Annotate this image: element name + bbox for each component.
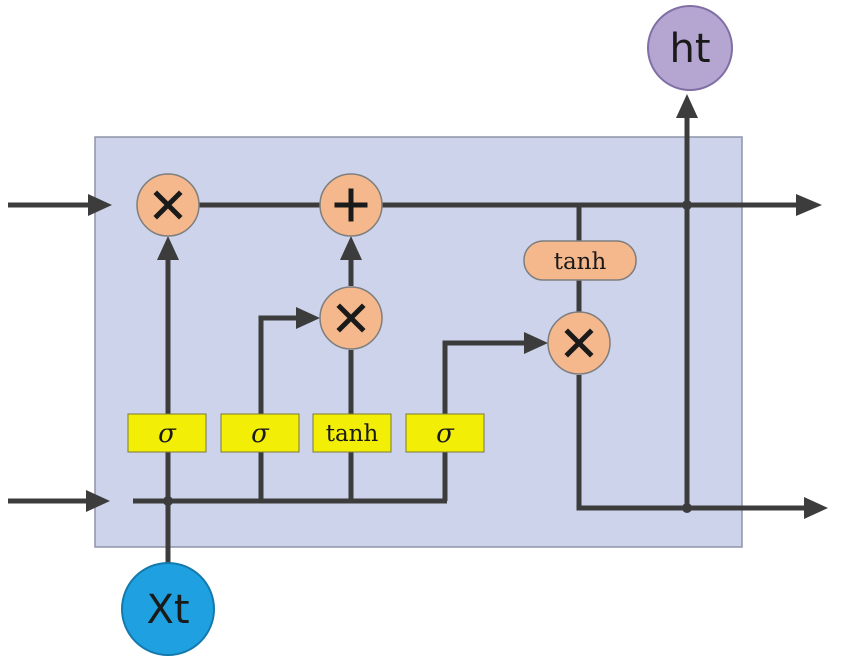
forget-multiply-node [136,173,200,237]
plus-icon [334,188,368,222]
forget-gate-label: σ [158,419,177,449]
input-multiply-node [319,286,383,350]
ht-junction-top [682,200,692,210]
wires [8,94,828,575]
multiply-icon [564,328,594,358]
ht-output-arrowhead [676,94,698,118]
input-gate-out-arrowhead [296,307,320,329]
input-gate-out-wire [258,315,298,414]
forget-gate-box [127,413,207,453]
output-gate-out-wire [442,340,526,414]
input-gate-label: σ [251,419,270,449]
output-gate-out-arrowhead [524,332,548,354]
ht-output-circle [647,5,733,91]
output-gate: σ [405,413,485,453]
candidate-gate-box [312,413,392,453]
multiply-icon [336,303,366,333]
output-gate-label: σ [436,419,455,449]
forget-gate-out-arrowhead [157,236,179,260]
input-gate-box [220,413,300,453]
candidate-gate: tanh [312,413,392,453]
hidden-state-out-arrowhead [804,497,828,519]
input-multiply-to-add-arrowhead [340,236,362,260]
cell-tanh-pill: tanh [523,240,637,281]
junctions [163,200,692,513]
candidate-gate-label: tanh [326,421,379,447]
ht-junction-bottom [682,503,692,513]
multiply-icon [153,190,183,220]
cell-tanh-label: tanh [554,249,607,275]
xt-input-node: Xt [121,562,215,656]
xt-input-circle [121,562,215,656]
cell-add-node [319,173,383,237]
forget-gate: σ [127,413,207,453]
output-gate-box [405,413,485,453]
cell-state-in-arrowhead [88,194,112,216]
bus-junction-xt [163,496,173,506]
output-multiply-to-hidden-wire [576,375,806,511]
cell-state-out-arrowhead [796,194,822,216]
output-multiply-node [547,311,611,375]
cell-tanh-pill-shape [523,240,637,281]
ht-output-node: ht [647,5,733,91]
xt-input-label: Xt [146,587,189,633]
ht-output-label: ht [669,26,710,72]
hidden-state-in-arrowhead [86,490,110,512]
input-gate: σ [220,413,300,453]
